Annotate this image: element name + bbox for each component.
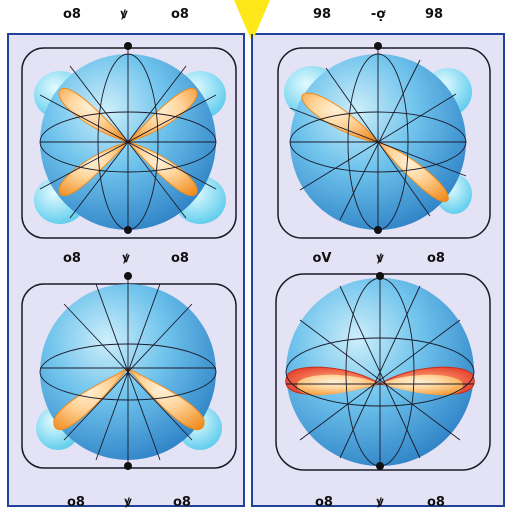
label: ꝟ [376, 251, 384, 266]
label: ꝟ [124, 495, 132, 510]
pole-dot [124, 42, 132, 50]
label: -ợ [371, 7, 386, 22]
label: o8 [427, 251, 445, 266]
pole-dot [124, 272, 132, 280]
labels-top-right-top: 98 -ợ 98 [313, 7, 443, 22]
yellow-marker [234, 0, 270, 42]
orange-lobe [376, 141, 449, 203]
orange-lobe [53, 367, 129, 431]
orange-lobe [58, 141, 130, 197]
orange-lobe [126, 141, 198, 197]
wireframe [285, 276, 475, 467]
label: 98 [425, 7, 443, 22]
label: o8 [171, 7, 189, 22]
orange-lobe [58, 87, 130, 143]
label: o8 [315, 495, 333, 510]
pole-dot [376, 272, 384, 280]
panel-bottom-right [275, 272, 491, 471]
label: ꝟ [122, 251, 130, 266]
label: o8 [67, 495, 85, 510]
orange-lobe [126, 87, 198, 143]
label: o8 [63, 7, 81, 22]
label: 98 [313, 7, 331, 22]
orange-lobe [380, 374, 463, 396]
label: o8 [171, 251, 189, 266]
pole-dot [374, 226, 382, 234]
label: ꝟ [120, 7, 128, 22]
panel-top-left [21, 42, 237, 239]
orange-lobe [127, 367, 205, 431]
panel-bottom-left [21, 272, 237, 470]
labels-top-left-top: o8 ꝟ o8 [63, 7, 189, 22]
wireframe [39, 276, 217, 466]
label: oV [313, 251, 332, 266]
labels-top-right-bottom: oV ꝟ o8 [313, 251, 445, 266]
panel-top-right [277, 42, 491, 239]
labels-bottom-right-bottom: o8 ꝟ o8 [315, 495, 445, 510]
labels-top-left-bottom: o8 ꝟ o8 [63, 251, 189, 266]
pole-dot [124, 462, 132, 470]
label: ꝟ [376, 495, 384, 510]
label: o8 [173, 495, 191, 510]
labels-bottom-left-bottom: o8 ꝟ o8 [67, 495, 191, 510]
pole-dot [124, 226, 132, 234]
label: o8 [63, 251, 81, 266]
pole-dot [376, 462, 384, 470]
orange-lobe [297, 374, 380, 396]
label: o8 [427, 495, 445, 510]
wireframe [39, 46, 217, 231]
pole-dot [374, 42, 382, 50]
wireframe [289, 46, 467, 231]
